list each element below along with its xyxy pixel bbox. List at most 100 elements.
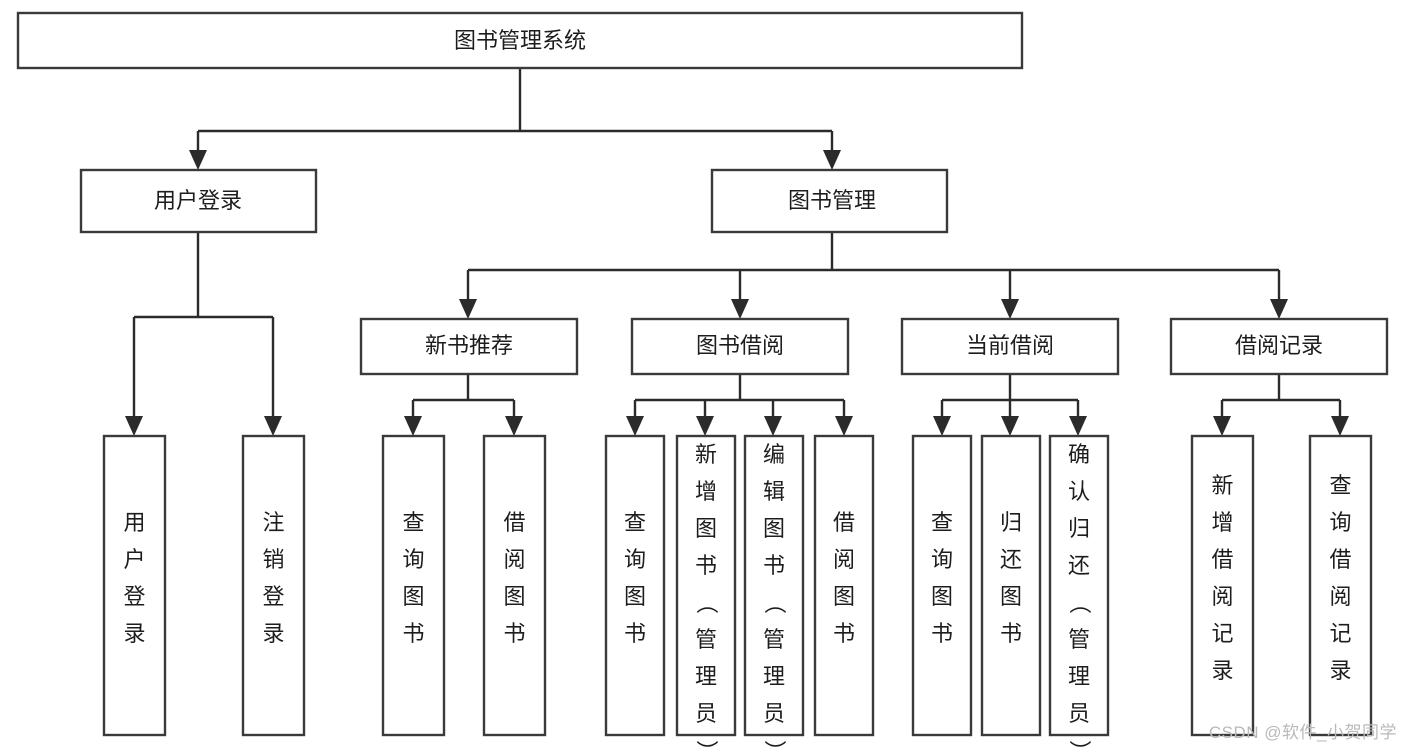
node-user-login[interactable]: 用户登录 (79, 168, 318, 234)
node-leaf-borrow-query-label-char: 书 (624, 621, 646, 646)
node-leaf-cur-return-label-char: 归 (1000, 510, 1022, 535)
node-leaf-rec-borrow[interactable] (482, 434, 547, 737)
node-leaf-rec-query-label-char: 询 (402, 547, 424, 572)
node-user-login-box[interactable] (79, 168, 318, 234)
node-leaf-borrow-edit-label-char: 图 (763, 516, 785, 541)
node-leaf-borrow-edit-box[interactable] (743, 434, 805, 737)
node-book-manage-box[interactable] (710, 168, 949, 234)
node-leaf-cur-query-label-char: 书 (931, 621, 953, 646)
node-book-manage-label: 图书管理 (788, 188, 876, 213)
node-leaf-cur-confirm-label-char: ） (1067, 740, 1092, 747)
node-book-borrow-box[interactable] (630, 317, 850, 376)
node-leaf-rec-query2-label-char: 记 (1329, 621, 1351, 646)
node-leaf-borrow-edit-label-char: （ (762, 592, 787, 614)
arrow-head-leaf-borrow-do (835, 416, 853, 436)
node-leaf-rec-add-label-char: 借 (1211, 547, 1233, 572)
connector-layer (125, 68, 1349, 436)
node-leaf-cur-confirm-label-char: 还 (1068, 553, 1090, 578)
arrow-head-book-manage (823, 150, 841, 170)
node-leaf-borrow-add-label-char: 图 (695, 516, 717, 541)
node-leaf-rec-query-label-char: 书 (402, 621, 424, 646)
node-book-borrow-label: 图书借阅 (696, 333, 784, 358)
node-leaf-cur-confirm[interactable] (1048, 434, 1110, 737)
node-root-label: 图书管理系统 (454, 28, 586, 53)
node-leaf-rec-borrow-box[interactable] (482, 434, 547, 737)
node-leaf-borrow-add[interactable] (675, 434, 737, 737)
node-root[interactable]: 图书管理系统 (16, 11, 1024, 70)
node-leaf-cur-confirm-label-char: 认 (1068, 479, 1090, 504)
node-leaf-rec-add-label-char: 增 (1211, 510, 1233, 535)
node-new-book-rec[interactable]: 新书推荐 (359, 317, 579, 376)
node-current-borrow[interactable]: 当前借阅 (900, 317, 1120, 376)
node-leaf-rec-query2-box[interactable] (1308, 434, 1373, 737)
node-leaf-borrow-edit-label-char: 管 (763, 627, 785, 652)
arrow-head-leaf-cur-confirm (1069, 416, 1087, 436)
arrow-head-leaf-rec-query2 (1331, 416, 1349, 436)
node-leaf-user-login-label-char: 登 (123, 584, 145, 609)
node-leaf-user-login-box[interactable] (102, 434, 167, 737)
node-leaf-borrow-do[interactable] (813, 434, 875, 737)
node-new-book-rec-box[interactable] (359, 317, 579, 376)
node-leaf-borrow-query-box[interactable] (604, 434, 666, 737)
node-leaf-rec-add-label-char: 阅 (1211, 584, 1233, 609)
node-leaf-user-logout[interactable] (241, 434, 306, 737)
node-new-book-rec-label: 新书推荐 (425, 333, 513, 358)
node-leaf-cur-query-label-char: 查 (931, 510, 953, 535)
arrow-head-leaf-user-logout (264, 416, 282, 436)
node-root-box[interactable] (16, 11, 1024, 70)
node-leaf-cur-confirm-label-char: 理 (1068, 664, 1090, 689)
node-leaf-borrow-do-label-char: 借 (833, 510, 855, 535)
node-leaf-borrow-query[interactable] (604, 434, 666, 737)
node-leaf-cur-confirm-label-char: 归 (1068, 516, 1090, 541)
node-leaf-cur-query[interactable] (911, 434, 973, 737)
node-leaf-borrow-edit[interactable] (743, 434, 805, 737)
node-leaf-user-login[interactable] (102, 434, 167, 737)
arrow-head-leaf-cur-query (933, 416, 951, 436)
node-leaf-borrow-edit-label-char: ） (762, 740, 787, 747)
node-leaf-cur-return-label-char: 图 (1000, 584, 1022, 609)
node-leaf-rec-add[interactable] (1190, 434, 1255, 737)
node-leaf-borrow-add-label-char: （ (694, 592, 719, 614)
node-leaf-borrow-do-label-char: 书 (833, 621, 855, 646)
node-leaf-borrow-add-box[interactable] (675, 434, 737, 737)
node-leaf-user-logout-box[interactable] (241, 434, 306, 737)
node-leaf-rec-query-label-char: 查 (402, 510, 424, 535)
node-leaf-user-login-label-char: 用 (123, 510, 145, 535)
node-leaf-cur-return-box[interactable] (980, 434, 1042, 737)
node-leaf-user-logout-label-char: 销 (262, 547, 284, 572)
node-leaf-cur-return[interactable] (980, 434, 1042, 737)
node-leaf-rec-query2-label-char: 查 (1329, 473, 1351, 498)
node-leaf-user-login-label: 用户登录 (123, 510, 145, 646)
node-leaf-rec-borrow-label-char: 图 (503, 584, 525, 609)
node-leaf-rec-query[interactable] (381, 434, 446, 737)
node-current-borrow-box[interactable] (900, 317, 1120, 376)
node-book-manage[interactable]: 图书管理 (710, 168, 949, 234)
node-book-borrow[interactable]: 图书借阅 (630, 317, 850, 376)
node-leaf-borrow-do-box[interactable] (813, 434, 875, 737)
node-leaf-user-login-label-char: 录 (123, 621, 145, 646)
node-leaf-cur-query-box[interactable] (911, 434, 973, 737)
node-leaf-borrow-add-label-char: 管 (695, 627, 717, 652)
node-leaf-borrow-add-label-char: 增 (695, 479, 717, 504)
node-leaf-rec-query2[interactable] (1308, 434, 1373, 737)
node-borrow-record[interactable]: 借阅记录 (1169, 317, 1389, 376)
node-borrow-record-box[interactable] (1169, 317, 1389, 376)
node-leaf-borrow-add-label-char: 书 (695, 553, 717, 578)
node-leaf-borrow-query-label-char: 询 (624, 547, 646, 572)
node-leaf-cur-confirm-box[interactable] (1048, 434, 1110, 737)
node-leaf-borrow-edit-label-char: 书 (763, 553, 785, 578)
node-leaf-rec-add-box[interactable] (1190, 434, 1255, 737)
node-leaf-rec-query-box[interactable] (381, 434, 446, 737)
node-leaf-cur-query-label-char: 图 (931, 584, 953, 609)
arrow-head-leaf-rec-borrow (505, 416, 523, 436)
node-leaf-user-logout-label-char: 录 (262, 621, 284, 646)
arrow-head-leaf-cur-return (1001, 416, 1019, 436)
